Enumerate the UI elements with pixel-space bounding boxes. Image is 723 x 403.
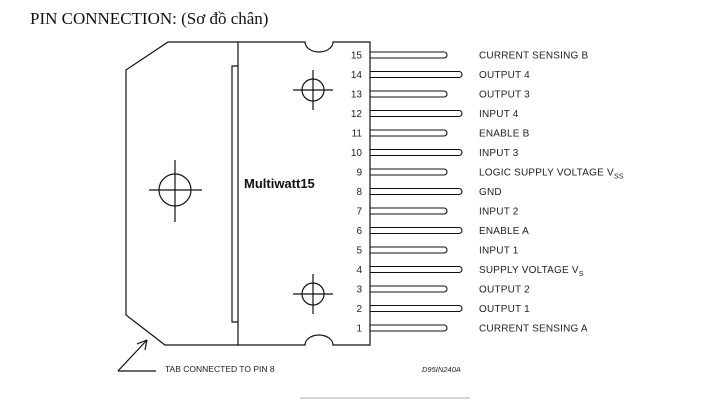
- pin-lead: [370, 285, 448, 293]
- pin-4: 4 SUPPLY VOLTAGE VS: [356, 265, 583, 278]
- pin-label: OUTPUT 2: [479, 285, 530, 296]
- pin-label: SUPPLY VOLTAGE VS: [479, 265, 584, 278]
- mounting-hole-top-icon: [293, 70, 333, 110]
- pin-lead: [370, 129, 448, 137]
- pin-lead: [370, 168, 448, 176]
- package-label: Multiwatt15: [244, 176, 315, 191]
- pin-number: 5: [356, 246, 362, 257]
- pin-lead: [370, 207, 448, 215]
- pin-3: 3 OUTPUT 2: [356, 285, 530, 296]
- pin-number: 10: [351, 148, 363, 159]
- pin-number: 3: [356, 285, 362, 296]
- pin-label: LOGIC SUPPLY VOLTAGE VSS: [479, 168, 624, 181]
- page-title: PIN CONNECTION: (Sơ đồ chân): [30, 9, 269, 28]
- pin-lead: [370, 70, 463, 79]
- pin-lead: [370, 148, 463, 157]
- mounting-hole-large-icon: [149, 160, 202, 222]
- pin-lead: [370, 265, 463, 274]
- pin-10: 10 INPUT 3: [351, 148, 519, 159]
- pin-12: 12 INPUT 4: [351, 109, 519, 120]
- pin-number: 4: [356, 265, 362, 276]
- pin-1: 1 CURRENT SENSING A: [356, 324, 587, 335]
- package-body: [237, 41, 371, 346]
- pin-7: 7 INPUT 2: [356, 207, 518, 218]
- pin-lead: [370, 109, 463, 118]
- pin-9: 9 LOGIC SUPPLY VOLTAGE VSS: [356, 168, 623, 181]
- pin-number: 14: [351, 70, 363, 81]
- pin-label: CURRENT SENSING B: [479, 51, 588, 62]
- pin-11: 11 ENABLE B: [352, 129, 530, 140]
- pin-label: OUTPUT 3: [479, 90, 530, 101]
- heat-sink-tab: [125, 41, 238, 346]
- pin-13: 13 OUTPUT 3: [351, 90, 530, 101]
- pin-lead: [370, 226, 463, 235]
- pin-label: INPUT 4: [479, 109, 519, 120]
- pin-label: INPUT 1: [479, 246, 519, 257]
- pin-label: OUTPUT 1: [479, 304, 530, 315]
- pin-lead: [370, 324, 448, 332]
- pin-5: 5 INPUT 1: [356, 246, 518, 257]
- pin-number: 15: [351, 51, 363, 62]
- pin-lead: [370, 90, 448, 98]
- pin-number: 9: [356, 168, 362, 179]
- pin-label: ENABLE A: [479, 226, 529, 237]
- pin-number: 7: [356, 207, 362, 218]
- pin-label-subscript: SS: [614, 174, 624, 181]
- tab-edge: [231, 65, 238, 323]
- pin-number: 6: [356, 226, 362, 237]
- pin-number: 13: [351, 90, 363, 101]
- pin-number: 8: [356, 187, 362, 198]
- pin-label: ENABLE B: [479, 129, 530, 140]
- pin-8: 8 GND: [356, 187, 501, 198]
- pin-lead: [370, 51, 448, 59]
- pin-label: INPUT 2: [479, 207, 519, 218]
- pin-label: CURRENT SENSING A: [479, 324, 588, 335]
- drawing-code: D95IN240A: [422, 365, 461, 374]
- pin-label: INPUT 3: [479, 148, 519, 159]
- pin-number: 1: [356, 324, 362, 335]
- pin-number: 2: [356, 304, 362, 315]
- pin-label: OUTPUT 4: [479, 70, 530, 81]
- pin-number: 12: [351, 109, 363, 120]
- pin-label: GND: [479, 187, 502, 198]
- pin-2: 2 OUTPUT 1: [356, 304, 530, 315]
- pin-label-subscript: S: [579, 271, 584, 278]
- tab-pointer-arrow-icon: [117, 339, 156, 372]
- pin-lead: [370, 246, 448, 254]
- pin-6: 6 ENABLE A: [356, 226, 529, 237]
- pin-lead: [370, 304, 463, 313]
- tab-note: TAB CONNECTED TO PIN 8: [165, 364, 275, 374]
- mounting-hole-bottom-icon: [293, 274, 333, 314]
- pin-lead: [370, 187, 463, 196]
- pin-number: 11: [352, 129, 363, 140]
- pin-15: 15 CURRENT SENSING B: [351, 51, 588, 62]
- pin-14: 14 OUTPUT 4: [351, 70, 530, 81]
